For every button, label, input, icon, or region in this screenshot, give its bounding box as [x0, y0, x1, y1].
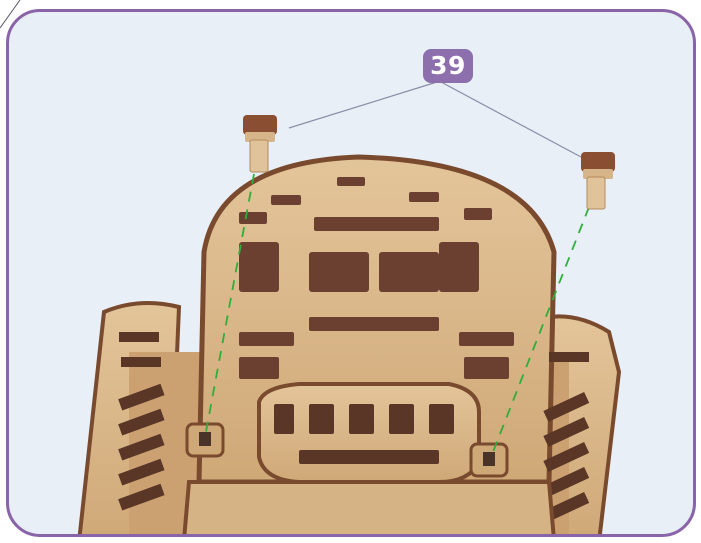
wooden-frame-assembly — [79, 157, 619, 537]
leader-line-right — [441, 82, 581, 157]
wooden-peg-left — [243, 115, 277, 172]
corner-leader-line — [0, 0, 40, 40]
leader-line-left — [289, 82, 437, 128]
wooden-peg-right — [581, 152, 615, 209]
instruction-panel: 39 — [6, 9, 696, 537]
assembly-illustration — [9, 12, 696, 537]
step-number-badge: 39 — [423, 49, 473, 83]
